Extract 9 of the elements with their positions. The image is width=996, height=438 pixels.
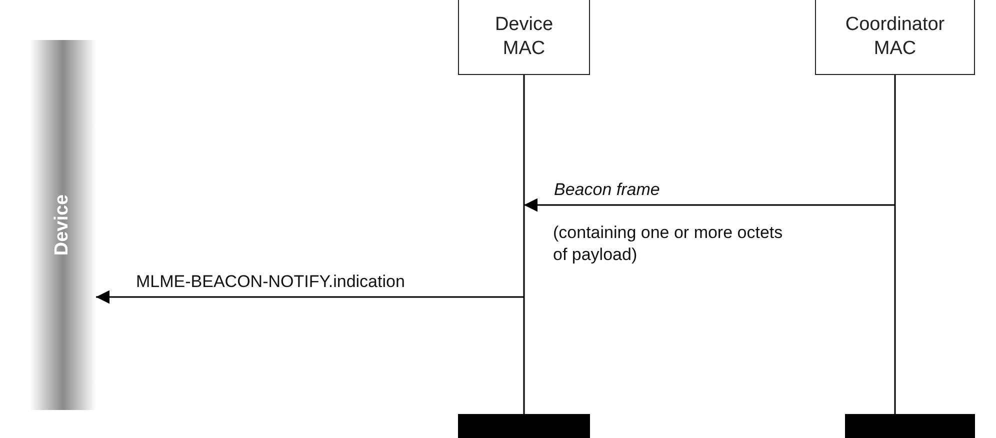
- column-label: Device: [52, 194, 74, 256]
- message-arrow: [524, 198, 895, 212]
- participant-box: Device MAC: [458, 0, 590, 75]
- message-label: Beacon frame: [554, 179, 660, 201]
- device-column: [30, 40, 96, 410]
- message-arrow: [96, 290, 524, 304]
- message-note: (containing one or more octets of payload): [553, 222, 784, 266]
- participant-box: Coordinator MAC: [815, 0, 975, 75]
- message-label: MLME-BEACON-NOTIFY.indication: [136, 271, 405, 293]
